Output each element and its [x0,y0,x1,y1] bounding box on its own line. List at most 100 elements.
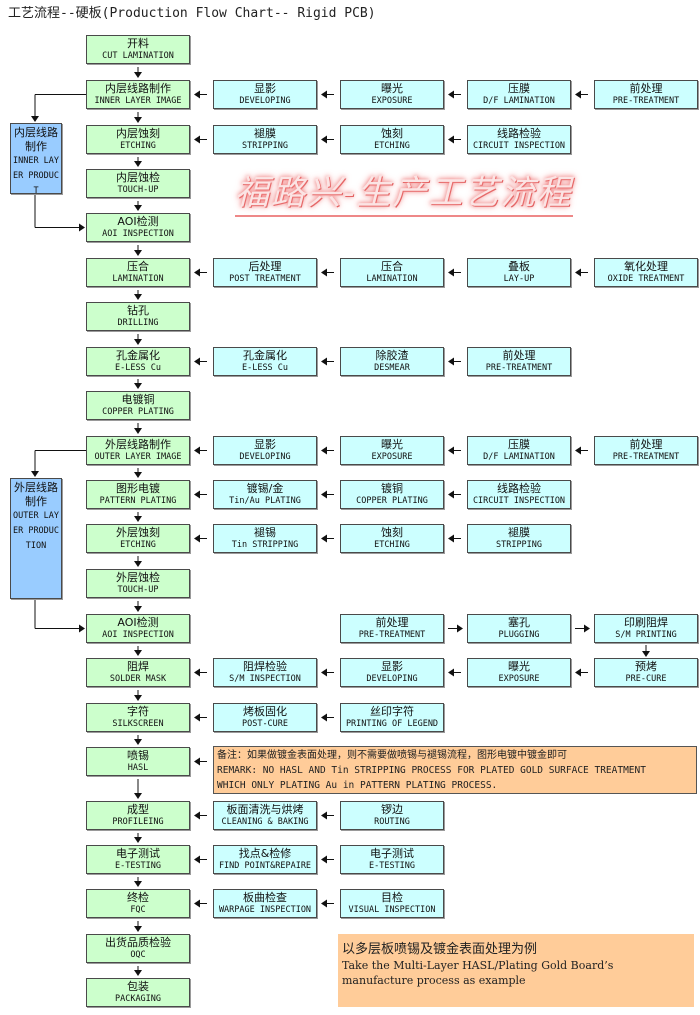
step-en: AOI INSPECTION [102,229,174,239]
arrow-head-left-icon [194,357,200,366]
arrow-head-left-icon [321,90,327,99]
step-en: PATTERN PLATING [99,496,177,506]
step-en: PROFILEING [112,817,164,827]
step-en: DESMEAR [374,363,410,373]
step-en: Tin STRIPPING [231,540,299,550]
step-en: D/F LAMINATION [483,96,555,106]
step-en: PRE-TREATMENT [485,363,553,373]
arrow-head-left-icon [448,90,454,99]
step-cn: 预烤 [635,660,657,673]
step-cn: 喷锡 [127,749,149,762]
step-en: FIND POINT&REPAIRE [218,861,312,871]
arrow-head-left-icon [194,855,200,864]
step-en: ETCHING [120,540,156,550]
step-en: STRIPPING [495,540,543,550]
arrow-head-down-icon [134,561,142,567]
step-en: ETCHING [374,540,410,550]
arrow-head-left-icon [194,446,200,455]
step-en: DEVELOPING [366,674,418,684]
branch-en: INNER LAYER PRODUCT [12,156,60,194]
step-cn: 外层蚀检 [116,571,160,584]
arrow-head-down-icon [134,739,142,745]
step-en: PLUGGING [498,630,540,640]
arrow-head-left-icon [321,490,327,499]
arrow-head-down-icon [642,651,650,657]
step-cn: 曝光 [381,82,403,95]
step-en: EXPOSURE [371,452,413,462]
arrow-head-down-icon [134,428,142,434]
step-en: LAMINATION [112,274,164,284]
step-en: COPPER PLATING [356,496,428,506]
step-cn: 板曲检查 [243,891,287,904]
step-cn: 前处理 [502,349,536,362]
arrow-head-down-icon [31,116,39,122]
step-en: S/M PRINTING [615,630,677,640]
remark-en-line-1: REMARK: NO HASL AND Tin STRIPPING PROCES… [217,765,646,776]
step-en: ETCHING [374,141,410,151]
branch-en: OUTER LAYER PRODUCTION [12,511,60,551]
arrow-head-left-icon [321,357,327,366]
step-en: SOLDER MASK [109,674,167,684]
note-en-line-1: Take the Multi-Layer HASL/Plating Gold B… [342,959,614,972]
arrow-head-left-icon [448,268,454,277]
arrow-head-left-icon [448,490,454,499]
step-cn: 曝光 [381,438,403,451]
arrow-head-left-icon [194,713,200,722]
arrow-head-down-icon [134,606,142,612]
step-en: PRE-CURE [625,674,667,684]
step-en: S/M INSPECTION [229,674,301,684]
step-cn: 压合 [381,260,403,273]
step-cn: 电镀铜 [121,393,155,406]
arrow-head-down-icon [134,117,142,123]
arrow-head-left-icon [321,135,327,144]
step-en: OXIDE TREATMENT [607,274,685,284]
step-en: PACKAGING [114,994,162,1004]
step-en: AOI INSPECTION [102,630,174,640]
step-en: PRE-TREATMENT [612,96,680,106]
note-en-line-2: manufacture process as example [342,974,526,987]
step-en: TOUCH-UP [117,185,159,195]
step-en: DEVELOPING [239,96,291,106]
remark-note: 备注：如果做镀金表面处理，则不需要做喷锡与褪锡流程，图形电镀中镀金即可 REMA… [213,746,697,794]
step-en: E-LESS Cu [114,363,162,373]
arrow-head-left-icon [575,668,581,677]
step-en: DRILLING [117,318,159,328]
step-cn: AOI检测 [117,616,159,629]
arrow-head-left-icon [321,899,327,908]
arrow-head-left-icon [575,446,581,455]
step-en: WARPAGE INSPECTION [218,905,312,915]
step-cn: 烤板固化 [243,705,287,718]
step-en: OUTER LAYER IMAGE [94,452,182,462]
step-en: INNER LAYER IMAGE [94,96,182,106]
